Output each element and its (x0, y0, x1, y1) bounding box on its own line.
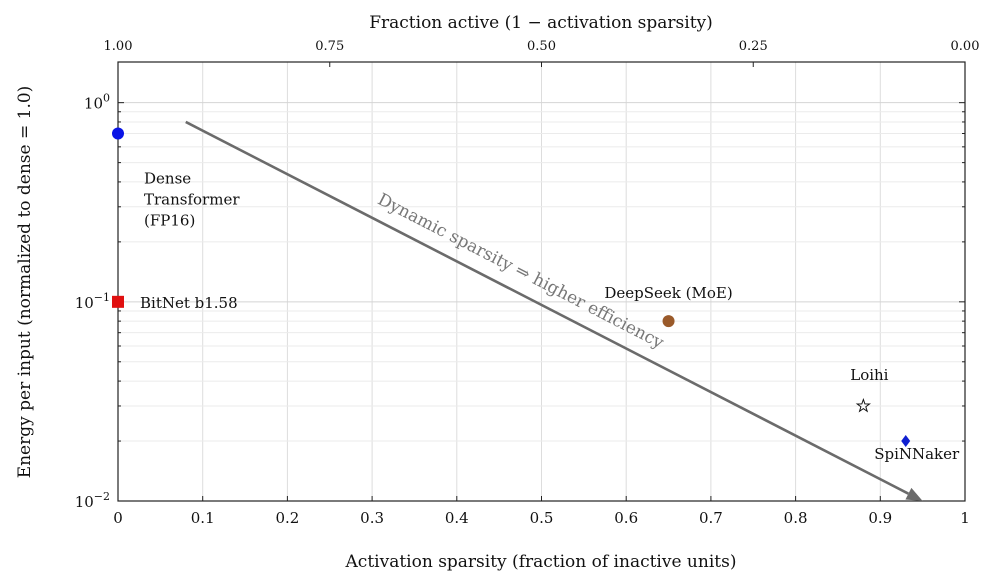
data-point (112, 127, 124, 140)
x-tick-label: 1 (960, 509, 970, 527)
x-tick-label: 0.3 (360, 509, 384, 527)
x2-tick-label: 0.75 (315, 39, 344, 54)
y-axis-title: Energy per input (normalized to dense = … (15, 86, 35, 479)
axis-ticks: 0 0.1 0.2 0.3 0.4 0.5 0.6 0.7 0.8 0.9 1 1.00 0.75 0.5… (75, 39, 980, 527)
data-point (901, 435, 911, 448)
x-tick-label: 0.4 (445, 509, 469, 527)
trend-arrow-line (185, 120, 910, 495)
data-point (855, 397, 871, 413)
trend-arrow-head (905, 487, 923, 501)
data-point-label: BitNet b1.58 (140, 294, 238, 312)
x-axis-title: Activation sparsity (fraction of inactiv… (345, 552, 737, 572)
x-tick-label: 0.5 (530, 509, 554, 527)
x-tick-label: 0.1 (191, 509, 215, 527)
y-tick-label: 10−2 (75, 490, 110, 511)
x-tick-label: 0.8 (784, 509, 808, 527)
x2-axis-title: Fraction active (1 − activation sparsity… (369, 13, 713, 33)
data-point-label: DeepSeek (MoE) (604, 284, 732, 302)
y-tick-label: 10−1 (75, 291, 110, 312)
x-tick-label: 0.7 (699, 509, 723, 527)
x2-tick-label: 1.00 (104, 39, 133, 54)
x-tick-label: 0.2 (275, 509, 299, 527)
data-point (662, 315, 675, 328)
trend-arrow-label: Dynamic sparsity ⇒ higher efficiency (374, 190, 667, 354)
data-point-label: SpiNNaker (874, 445, 960, 463)
x-tick-label: 0.6 (614, 509, 638, 527)
x-tick-label: 0.9 (868, 509, 892, 527)
data-point-label: Loihi (850, 366, 888, 384)
y-tick-label: 100 (84, 92, 110, 113)
trend-arrow: Dynamic sparsity ⇒ higher efficiency (185, 120, 923, 501)
x2-tick-label: 0.50 (527, 39, 556, 54)
x2-tick-label: 0.25 (739, 39, 768, 54)
x2-tick-label: 0.00 (951, 39, 980, 54)
data-point (112, 295, 124, 308)
x-tick-label: 0 (113, 509, 123, 527)
